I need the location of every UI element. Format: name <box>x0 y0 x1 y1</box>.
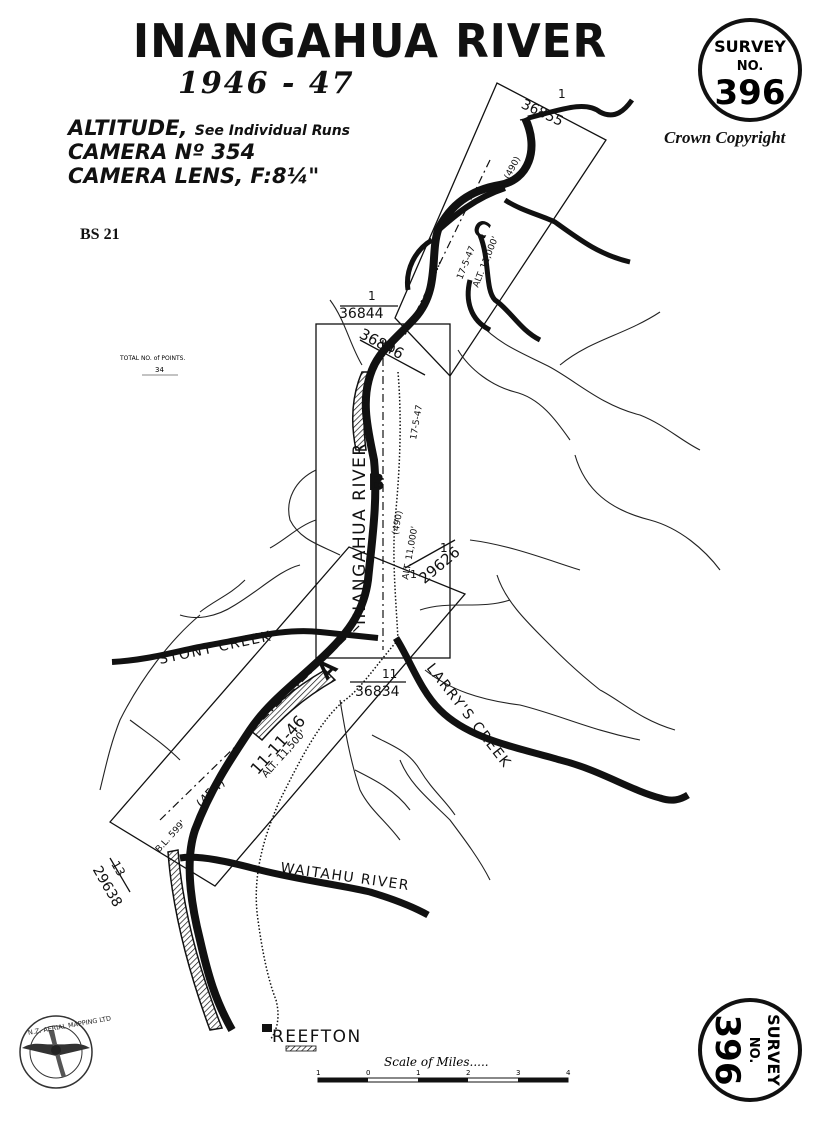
total-points-value: 34 <box>155 366 164 374</box>
inangahua-river <box>167 116 536 1032</box>
scale-bar: Scale of Miles..... 1 0 1 2 3 4 <box>316 1055 571 1083</box>
frame-36834: 36834 <box>355 684 400 700</box>
frame-36855-index: 1 <box>558 87 566 101</box>
survey-seal-top: SURVEY NO. 396 <box>698 18 802 122</box>
seal-top-line1: SURVEY <box>714 37 786 56</box>
crown-copyright: Crown Copyright <box>664 128 786 147</box>
reefton-town <box>262 1024 317 1052</box>
total-points-label: TOTAL NO. of POINTS. <box>119 355 185 362</box>
frame-36834-index: 11 <box>382 667 397 681</box>
frame-36844-index: 1 <box>368 289 376 303</box>
run-annotations: C (490) 17-5-47 ALT. 11,000' B 17-5-47 (… <box>154 155 523 855</box>
stony-creek-label: STONY CREEK <box>158 628 274 668</box>
map-title: INANGAHUA RIVER <box>132 14 608 68</box>
seal-bottom-line2: NO. <box>746 1037 761 1064</box>
railway <box>255 261 441 1041</box>
camera-lens: CAMERA LENS, F:8¼" <box>68 164 320 188</box>
river-name-label: INANGAHUA RIVER <box>350 442 370 625</box>
altitude-label: ALTITUDE, <box>68 116 188 140</box>
seal-bottom-number: 396 <box>707 1015 747 1086</box>
run-b-prints: (490) <box>391 510 405 536</box>
tributaries <box>99 299 721 881</box>
run-b-frame <box>315 323 451 659</box>
frame-29626-index: 1 <box>440 541 448 555</box>
frame-numbers: 36855 1 36844 1 36846 10 29626 1 36834 1… <box>89 87 573 910</box>
seal-bottom-line1: SURVEY <box>764 1014 783 1086</box>
run-a-prints: (454) <box>194 776 229 812</box>
logo-text: N.Z. AERIAL MAPPING LTD <box>27 1014 111 1036</box>
frame-36844: 36844 <box>339 306 384 322</box>
stony-creek <box>111 628 379 665</box>
run-c-frame <box>394 82 607 378</box>
scale-tick-4: 3 <box>516 1069 520 1077</box>
bs-code: BS 21 <box>80 226 120 243</box>
scale-tick-5: 4 <box>566 1069 571 1077</box>
map-years: 1946 - 47 <box>178 66 355 101</box>
altitude-value: See Individual Runs <box>194 123 351 139</box>
camera-number: CAMERA Nº 354 <box>68 140 256 164</box>
altitude-line: ALTITUDE, See Individual Runs <box>68 116 350 143</box>
flight-lines <box>159 159 491 821</box>
scale-tick-1: 0 <box>366 1069 370 1077</box>
run-a-bl: B.L. 599' <box>154 819 188 855</box>
larrys-creek <box>393 636 690 804</box>
aerial-mapping-logo: N.Z. AERIAL MAPPING LTD <box>19 1014 112 1089</box>
scale-tick-0: 1 <box>316 1069 320 1077</box>
run-b-date: 17-5-47 <box>409 404 425 440</box>
reefton-label: REEFTON <box>272 1027 362 1047</box>
run-a-frame <box>109 546 467 887</box>
seal-top-line2: NO. <box>737 59 764 74</box>
seal-top-number: 396 <box>715 73 786 113</box>
scale-tick-2: 1 <box>416 1069 420 1077</box>
upper-tributaries <box>404 98 635 343</box>
scale-title: Scale of Miles..... <box>384 1055 489 1069</box>
frame-36846-index: 10 <box>378 340 396 356</box>
total-points-note: TOTAL NO. of POINTS. 34 <box>119 355 185 376</box>
waitahu-river <box>179 853 430 919</box>
larrys-creek-label: LARRY'S CREEK <box>423 661 514 772</box>
survey-seal-bottom: SURVEY NO. 396 <box>698 998 802 1102</box>
frame-a-index: 1 <box>410 568 417 581</box>
run-b-letter: B <box>368 471 385 496</box>
scale-tick-3: 2 <box>466 1069 470 1077</box>
